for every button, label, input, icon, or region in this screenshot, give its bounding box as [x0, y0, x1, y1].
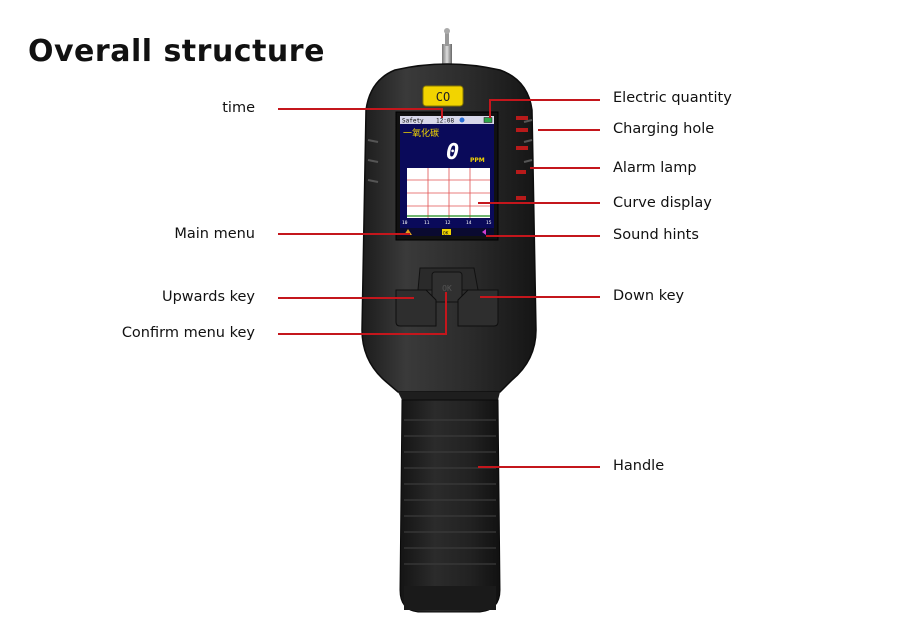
x-tick-label: 12: [445, 220, 451, 226]
callout-main-menu: Main menu: [174, 226, 255, 242]
curve-display: 10 11 12 14 15: [402, 168, 492, 226]
time-readout: 12:08: [436, 118, 454, 125]
callout-handle: Handle: [613, 458, 665, 474]
leader-time: [278, 108, 443, 118]
x-tick-label: 14: [466, 220, 472, 226]
leader-confirm-key: [278, 292, 447, 335]
status-text: Safety: [402, 118, 424, 125]
callout-sound-hints: Sound hints: [613, 227, 699, 243]
x-tick-label: 15: [486, 220, 492, 226]
svg-text:OK: OK: [442, 284, 452, 293]
speaker-icon: [482, 229, 486, 235]
ok-icon: [442, 229, 451, 235]
callout-alarm-lamp: Alarm lamp: [613, 160, 697, 176]
handle: [399, 399, 501, 613]
svg-text:CO: CO: [436, 90, 450, 104]
callout-confirm-menu-key: Confirm menu key: [121, 325, 255, 341]
reading-value: 0: [446, 140, 459, 165]
reading-unit: PPM: [470, 157, 485, 164]
lcd-screen: Safety 12:08 一氧化碳 0 PPM 10 11 12 14: [395, 111, 499, 241]
x-tick-label: 10: [402, 220, 408, 226]
callout-upwards-key: Upwards key: [161, 289, 255, 305]
down-key[interactable]: [457, 289, 499, 327]
callout-time: time: [222, 100, 255, 116]
gas-type-label: CO: [422, 85, 464, 107]
page-title: Overall structure: [28, 34, 325, 69]
leader-electric-quantity: [489, 99, 600, 118]
callout-charging-hole: Charging hole: [613, 121, 715, 137]
device-neck: [398, 392, 500, 400]
leader-lines: [278, 99, 600, 468]
bluetooth-icon: [459, 117, 465, 123]
gas-name: 一氧化碳: [403, 127, 439, 139]
callout-curve-display: Curve display: [613, 195, 712, 211]
battery-icon: [483, 117, 493, 123]
callout-electric-quantity: Electric quantity: [613, 90, 732, 106]
upwards-key[interactable]: [395, 289, 437, 327]
svg-text:OK: OK: [443, 231, 449, 237]
x-tick-label: 11: [424, 220, 430, 226]
callout-down-key: Down key: [613, 288, 685, 304]
